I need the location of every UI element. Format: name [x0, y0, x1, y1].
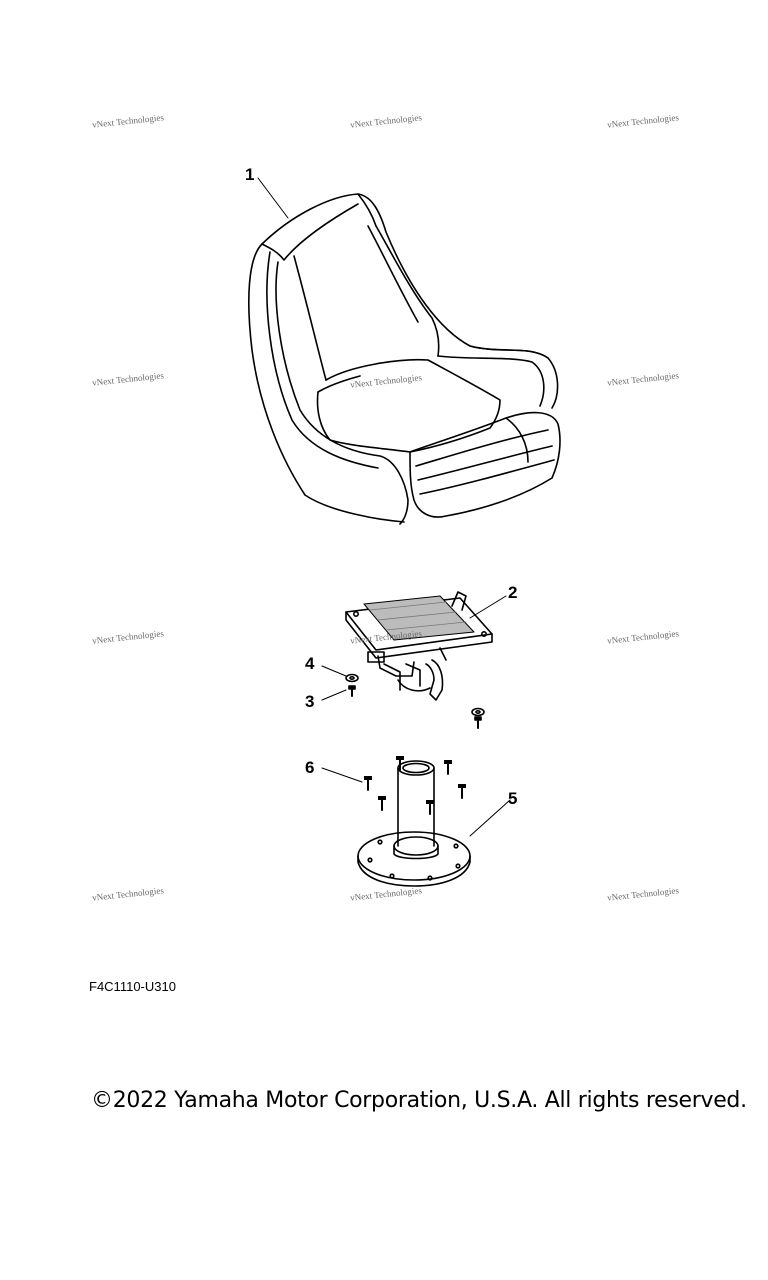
seat-part-1 [248, 193, 561, 525]
screw-washer-right [471, 707, 485, 729]
callout-4: 4 [305, 654, 315, 673]
callout-5: 5 [508, 789, 518, 808]
slide-bracket-part-2 [345, 591, 493, 701]
pedestal-part-5 [357, 760, 471, 887]
diagram-code: F4C1110-U310 [89, 979, 176, 994]
callout-1: 1 [245, 165, 255, 184]
bolt-heads [364, 756, 466, 804]
callout-3: 3 [305, 692, 315, 711]
screw-part-3 [348, 685, 356, 697]
bolts-part-6 [367, 759, 463, 815]
washer-part-4 [345, 673, 359, 683]
copyright-notice: ©2022 Yamaha Motor Corporation, U.S.A. A… [91, 1088, 747, 1113]
callout-6: 6 [305, 758, 315, 777]
callout-2: 2 [508, 583, 518, 602]
